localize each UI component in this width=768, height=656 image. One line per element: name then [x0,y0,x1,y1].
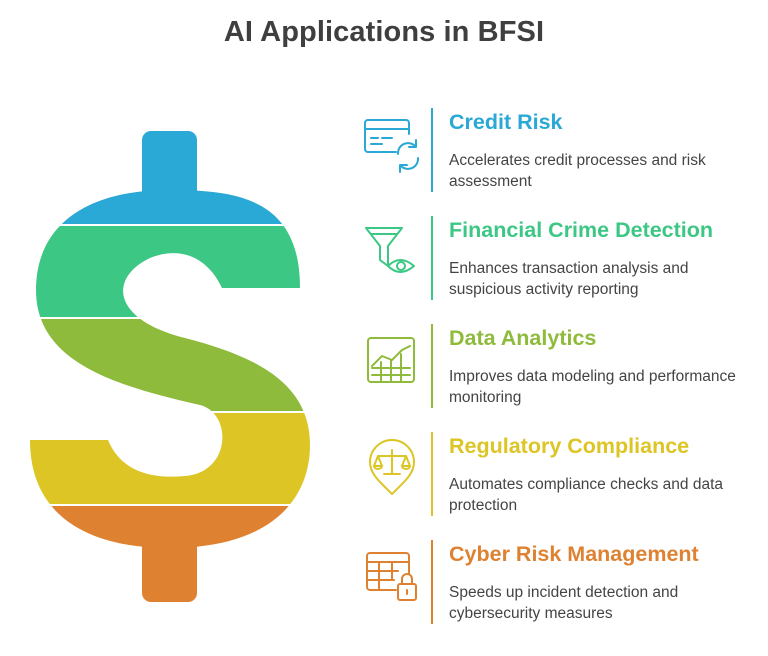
item-divider [431,540,433,624]
item-credit-risk: Credit Risk Accelerates credit processes… [356,108,756,196]
chart-grid-icon [367,337,415,383]
item-regulatory-compliance: Regulatory Compliance Automates complian… [356,432,756,520]
item-divider [431,216,433,300]
item-description: Enhances transaction analysis and suspic… [449,260,689,298]
funnel-eye-icon [365,227,415,273]
item-heading: Cyber Risk Management [449,542,699,566]
item-divider [431,108,433,192]
item-description: Improves data modeling and performance m… [449,368,736,406]
page-title: AI Applications in BFSI [223,16,545,48]
scales-pin-icon [369,439,415,495]
item-cyber-risk-management: Cyber Risk Management Speeds up incident… [356,540,756,628]
table-lock-icon [366,552,417,601]
credit-card-refresh-icon [364,119,420,173]
dollar-band-crime [30,226,310,317]
item-description: Accelerates credit processes and risk as… [449,152,706,190]
dollar-band-analytics [30,319,310,411]
dollar-band-cyber [30,506,310,602]
item-description: Speeds up incident detection and cyberse… [449,584,679,622]
dollar-band-regulatory [30,413,310,504]
item-heading: Credit Risk [449,110,563,134]
item-financial-crime-detection: Financial Crime Detection Enhances trans… [356,216,756,304]
dollar-band-credit [30,131,310,224]
item-description: Automates compliance checks and data pro… [449,476,723,514]
item-heading: Data Analytics [449,326,597,350]
dollar-sign-graphic [30,131,310,602]
item-divider [431,432,433,516]
item-heading: Regulatory Compliance [449,434,690,458]
item-heading: Financial Crime Detection [449,218,714,242]
item-data-analytics: Data Analytics Improves data modeling an… [356,324,756,412]
item-divider [431,324,433,408]
